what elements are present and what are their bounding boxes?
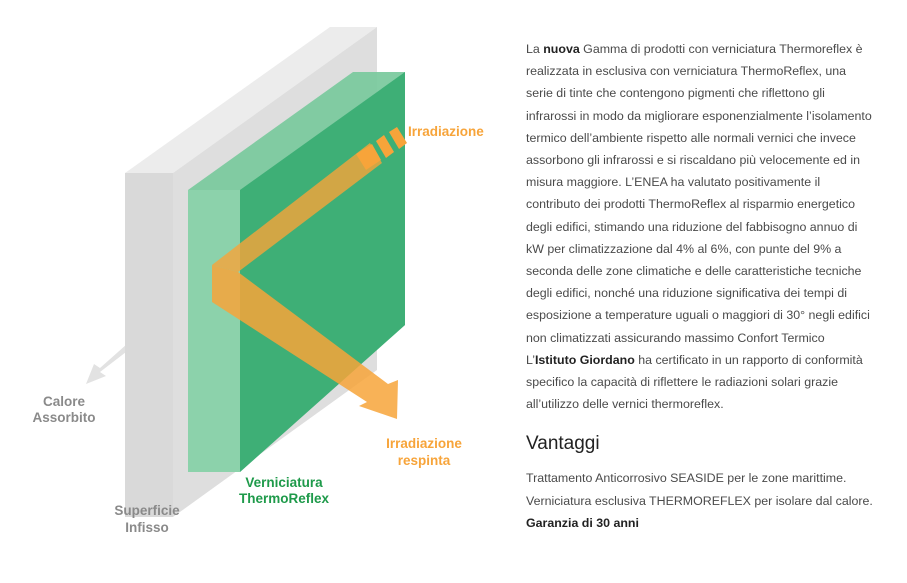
text-span: Gamma di prodotti con verniciatura Therm… [526,42,872,345]
incoming-ray [212,143,382,272]
infisso-panel-top [125,27,377,173]
text-span: ha certificato in un rapporto di conform… [526,352,863,412]
reflected-ray-arrow [212,265,398,419]
ray-dash-2 [376,135,394,158]
ray-dash-1 [356,144,381,170]
vantaggi-list: Trattamento Anticorrosivo SEASIDE per le… [526,467,874,534]
vantaggi-title: Vantaggi [526,433,600,455]
list-item: Verniciatura esclusiva THERMOREFLEX per … [526,493,873,508]
list-item: Trattamento Anticorrosivo SEASIDE per le… [526,471,847,486]
label-superficie-infisso-2: Infisso [125,520,169,535]
thermoreflex-panel-edge [188,190,240,472]
certification-paragraph: L’Istituto Giordano ha certificato in un… [526,349,874,416]
label-verniciatura-2: ThermoReflex [239,491,330,506]
label-verniciatura-1: Verniciatura [245,475,323,490]
bold-istituto-giordano: Istituto Giordano [534,352,635,367]
label-irradiazione-respinta-2: respinta [398,453,451,468]
label-calore-assorbito-2: Assorbito [32,410,95,425]
bold-nuova: nuova [543,42,580,56]
infisso-panel-side [125,173,173,517]
text-span: L’ [526,352,535,367]
warranty-item: Garanzia di 30 anni [526,515,639,530]
label-superficie-infisso-1: Superficie [114,503,180,518]
label-irradiazione: Irradiazione [408,124,484,139]
description-paragraph: La nuova Gamma di prodotti con verniciat… [526,38,874,349]
thermoreflex-diagram: Calore Assorbito Superficie Infisso Vern… [32,27,484,535]
label-irradiazione-respinta-1: Irradiazione [386,436,462,451]
label-calore-assorbito-1: Calore [43,394,86,409]
description-column: La nuova Gamma di prodotti con verniciat… [526,38,874,534]
text-span: La [526,42,544,56]
ray-dash-3 [389,127,407,149]
